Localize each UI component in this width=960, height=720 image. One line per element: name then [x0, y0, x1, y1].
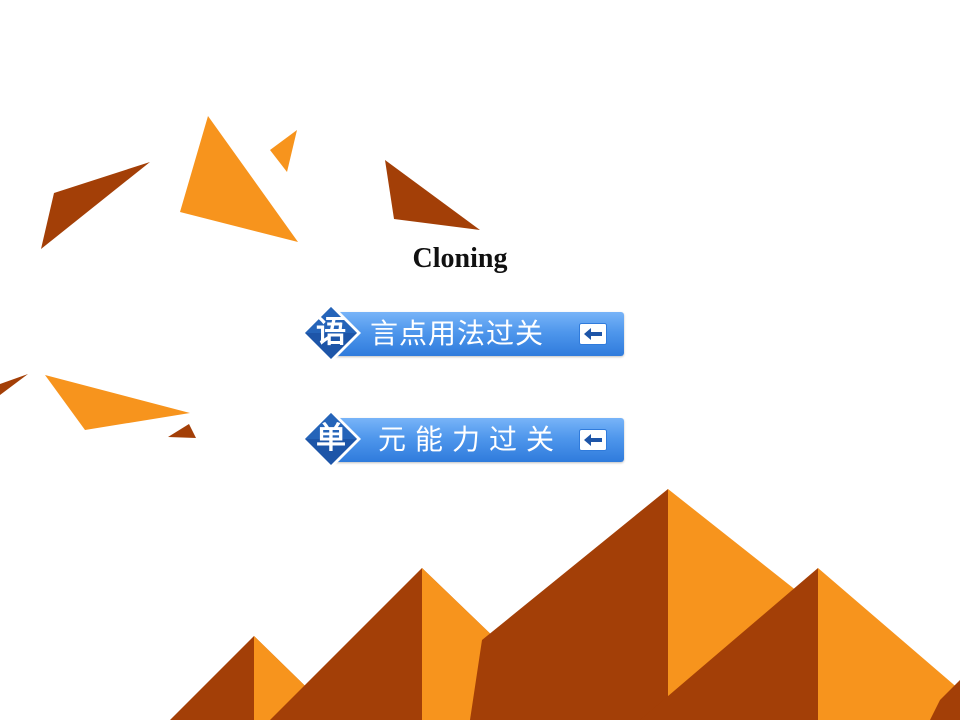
back-arrow-icon[interactable] — [579, 323, 607, 345]
button-bar — [328, 312, 624, 356]
triangle-shape — [270, 130, 297, 172]
badge-character: 单 — [316, 421, 346, 456]
button-bar — [328, 418, 624, 462]
triangle-shape — [180, 116, 298, 242]
back-arrow-icon[interactable] — [579, 429, 607, 451]
triangle-shape — [0, 374, 28, 395]
button-label: 言点用法过关 — [370, 317, 545, 350]
badge-character: 语 — [316, 315, 346, 350]
triangle-shape — [385, 160, 480, 230]
unit-ability-button[interactable]: 单 元能力过关 — [298, 405, 626, 473]
mountain-shape — [818, 568, 960, 720]
page-title: Cloning — [412, 243, 508, 274]
mountain-shape — [930, 680, 960, 720]
button-label: 元能力过关 — [378, 423, 564, 456]
diamond-badge — [301, 303, 361, 363]
triangle-shape — [41, 162, 150, 249]
triangle-shape — [168, 424, 196, 438]
diamond-badge — [301, 409, 361, 469]
mountain-shape — [470, 489, 668, 720]
language-points-button[interactable]: 语 言点用法过关 — [298, 299, 626, 367]
mountain-shape — [640, 568, 818, 720]
triangle-shape — [45, 375, 190, 430]
